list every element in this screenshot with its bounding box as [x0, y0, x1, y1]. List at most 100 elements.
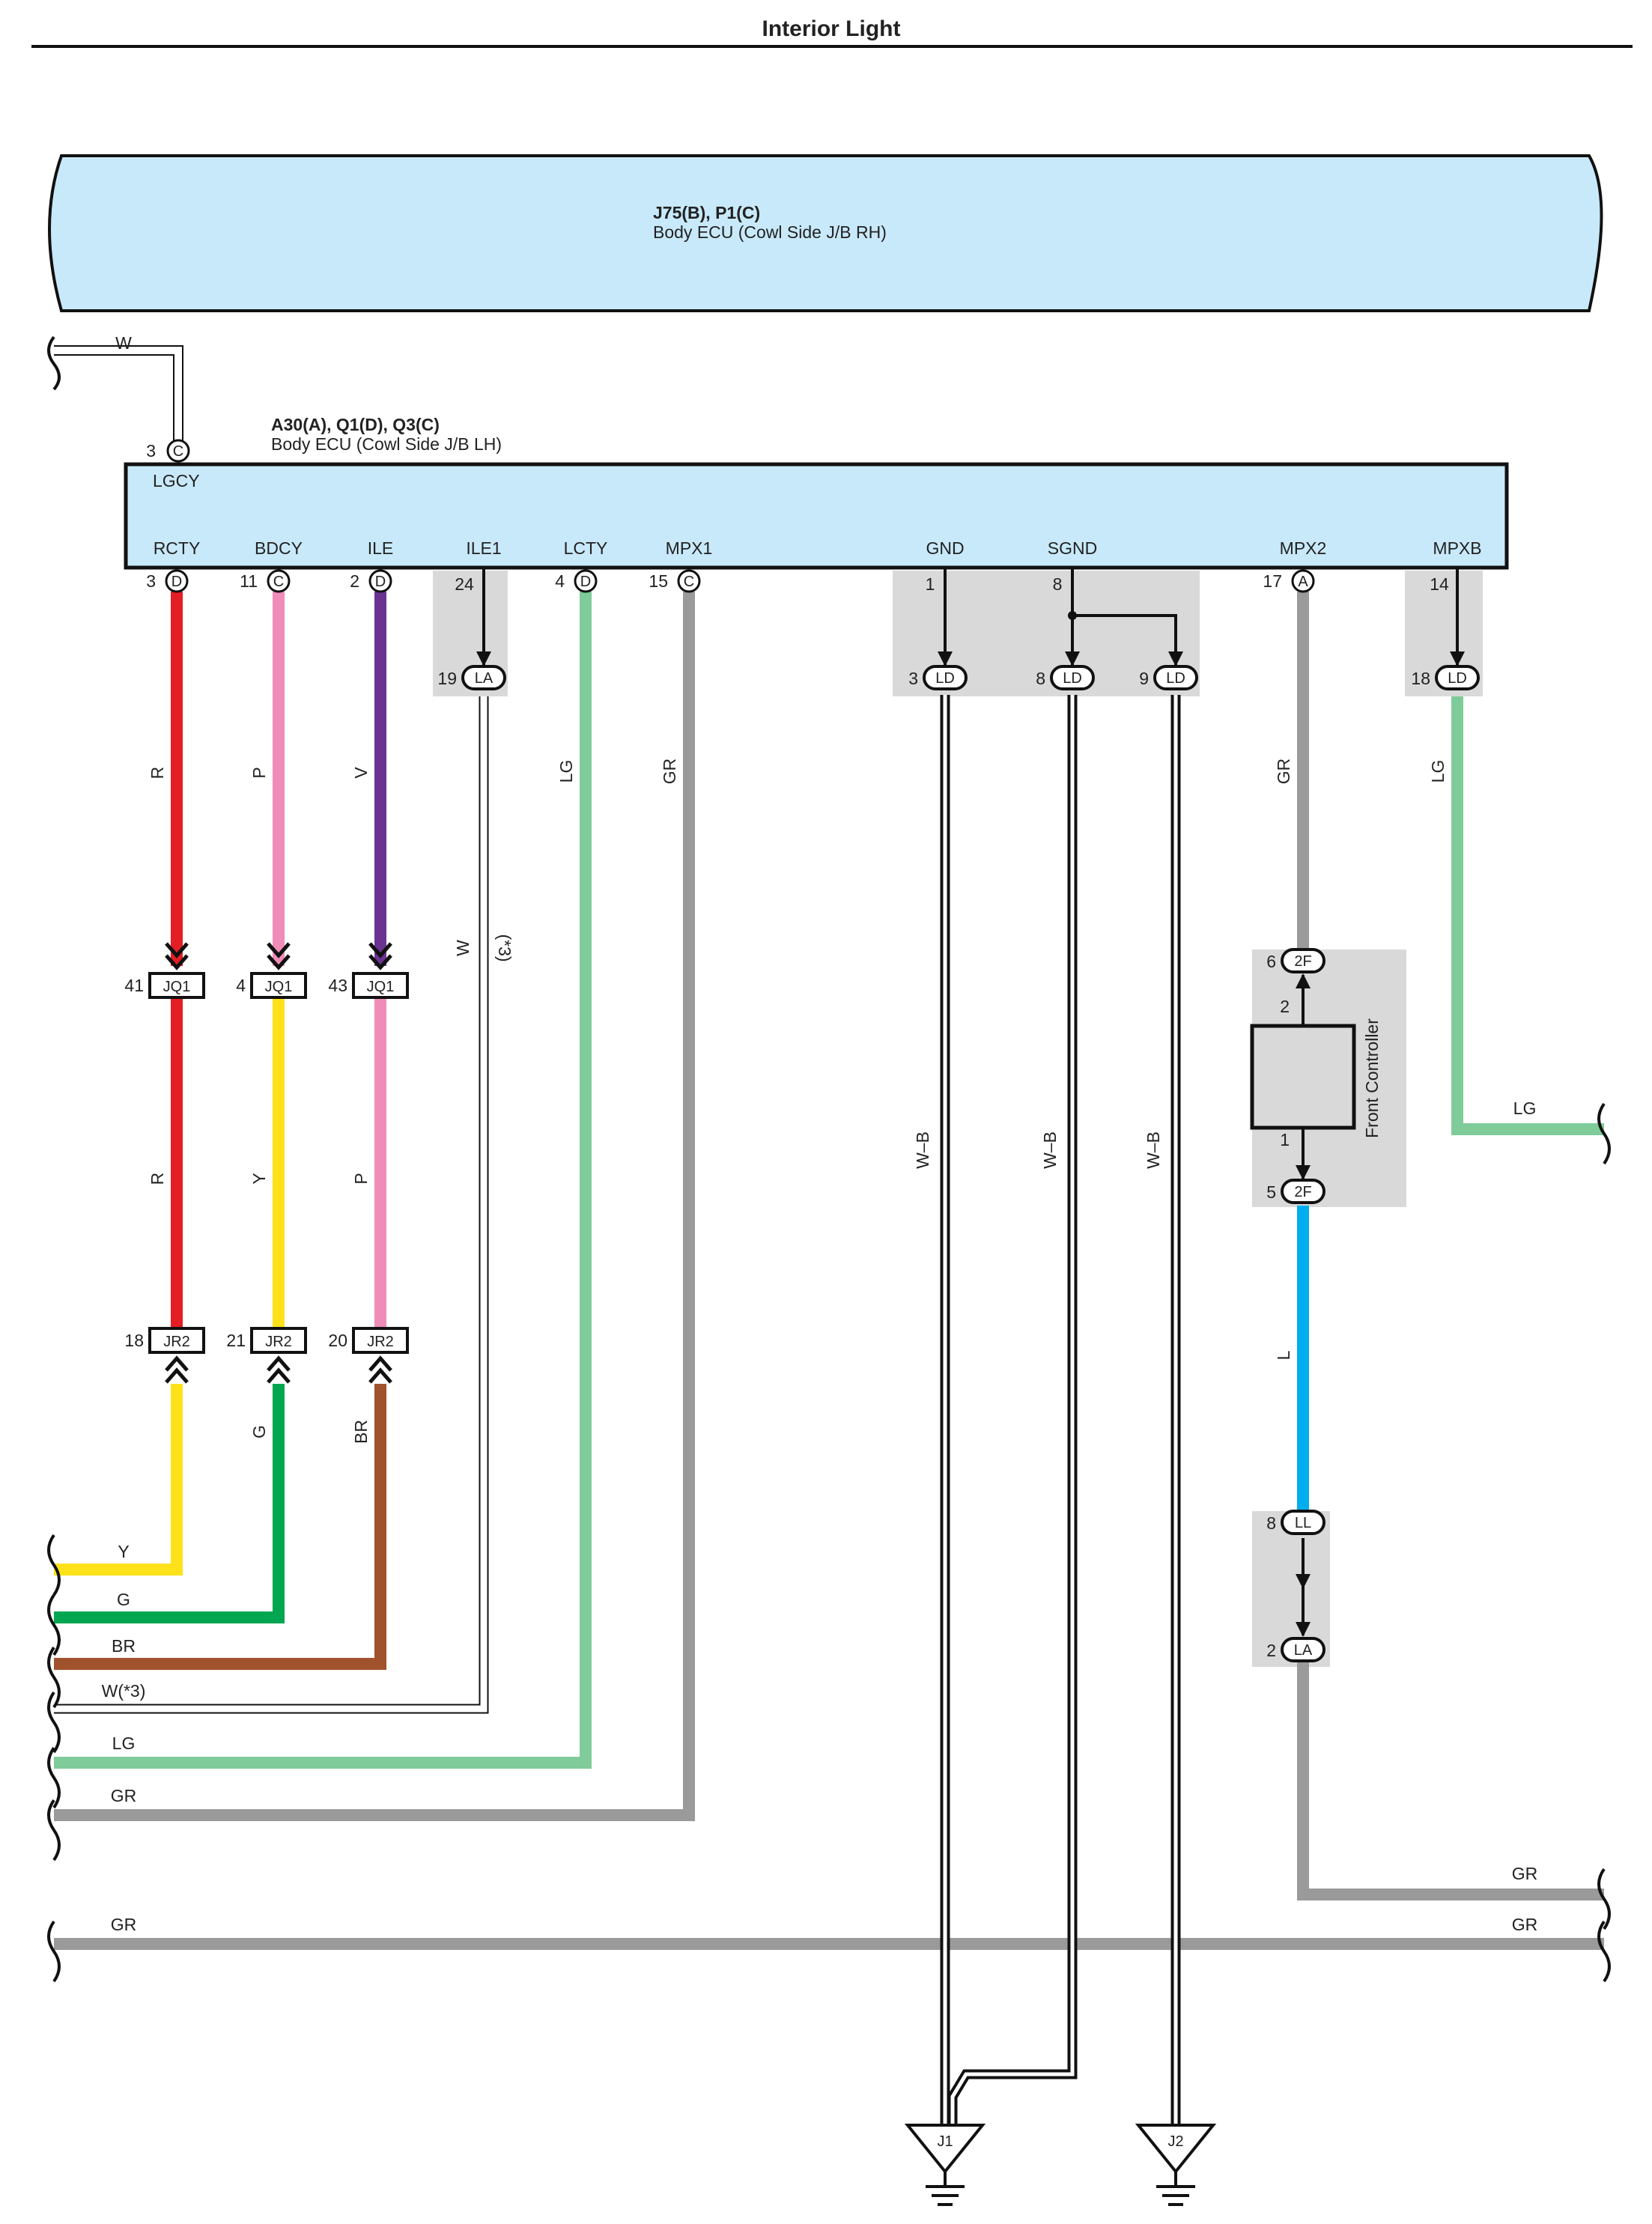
label-wire-r-upper: R	[148, 767, 167, 780]
wire-w-lgcy-outer	[54, 345, 183, 442]
connector-ll-8	[1281, 1510, 1325, 1535]
connector-d-rcty: D	[171, 574, 182, 590]
label-wire-y-middle: Y	[249, 1173, 269, 1184]
connector-c-lgcy-label: C	[173, 443, 183, 460]
label-wire-gr-bus-right: GR	[1512, 1915, 1538, 1934]
wire-w-lgcy-inner	[54, 347, 182, 442]
connector-2f-5-label: 2F	[1294, 1184, 1311, 1200]
connector-2f-6	[1281, 948, 1325, 973]
pin-mpxb: 14	[1430, 574, 1449, 594]
wire-lg-lcty	[54, 592, 592, 1769]
pin-bdcy: 11	[240, 571, 258, 591]
label-wire-gr-bus-left: GR	[111, 1915, 137, 1934]
label-wire-br-vert: BR	[351, 1420, 371, 1444]
body-ecu-lh-name: Body ECU (Cowl Side J/B LH)	[271, 434, 502, 454]
break-mark-w	[47, 335, 61, 391]
pin-sgnd: 8	[1053, 574, 1063, 594]
wire-lg-mpxb	[1451, 696, 1604, 1135]
terminal-sgnd: SGND	[1048, 538, 1097, 558]
label-wire-lg-right: LG	[1513, 1099, 1537, 1118]
ground-j2	[1135, 2124, 1217, 2206]
pin-f2f6: 6	[1266, 952, 1276, 971]
oval-connectors	[461, 665, 1480, 690]
break-marks-right	[1597, 1102, 1611, 1983]
wire-br	[54, 1384, 386, 1670]
label-wire-gr-right: GR	[1512, 1864, 1538, 1883]
connector-ld-gnd: LD	[935, 670, 955, 687]
body-ecu-lh-box	[124, 462, 1509, 570]
connector-jq1-43: JQ1	[367, 979, 395, 995]
wire-wb-sgnd8-outer	[947, 695, 1078, 2142]
body-ecu-rh-box	[48, 154, 1603, 312]
wire-y	[54, 1384, 183, 1576]
break-marks-left	[47, 1534, 61, 1983]
connector-jq1-4: JQ1	[265, 979, 293, 995]
wire-gr-mpx1	[54, 592, 695, 1821]
sgnd-internal-line-9	[1072, 614, 1183, 666]
label-wire-lg-lcty: LG	[556, 760, 576, 783]
connector-2f-6-label: 2F	[1294, 953, 1311, 970]
terminal-lgcy: LGCY	[153, 471, 200, 490]
pin-jr21: 21	[226, 1331, 246, 1350]
pin-ile1: 24	[455, 574, 474, 594]
ground-j1	[904, 2124, 986, 2206]
pin-fc2: 2	[1280, 997, 1290, 1016]
label-wire-r-lower: R	[148, 1173, 167, 1185]
pin-lcty: 4	[555, 571, 565, 591]
connector-ld-sgnd9: LD	[1166, 670, 1185, 687]
pin-mpx2: 17	[1263, 571, 1282, 591]
jq1-connectors	[148, 942, 409, 999]
pin-jq43: 43	[328, 976, 347, 995]
terminal-mpx1: MPX1	[666, 538, 713, 558]
terminal-ile1: ILE1	[466, 538, 501, 558]
pin-ll8: 8	[1266, 1513, 1276, 1533]
label-wire-lg-mpxb: LG	[1428, 760, 1448, 783]
pin-ld18: 18	[1411, 669, 1430, 688]
label-wire-wb-sgnd9: W–B	[1144, 1131, 1163, 1169]
wire-w3-inner	[54, 696, 488, 1713]
connector-la-2-label: LA	[1294, 1642, 1313, 1659]
label-wire-gr-left: GR	[111, 1786, 137, 1805]
ground-j2-label: J2	[1167, 2133, 1183, 2150]
connector-c-mpx1: C	[684, 574, 694, 590]
label-wire-wb-sgnd8: W–B	[1040, 1131, 1060, 1169]
body-ecu-lh-code: A30(A), Q1(D), Q3(C)	[271, 415, 440, 434]
connector-jr2-18: JR2	[163, 1334, 190, 1350]
terminal-rcty: RCTY	[154, 538, 201, 558]
terminal-bdcy: BDCY	[255, 538, 303, 558]
connector-d-lcty: D	[580, 574, 591, 590]
label-wire-w-top: W	[115, 333, 132, 353]
pin-ld3: 3	[908, 669, 918, 688]
label-wire-p-middle: P	[351, 1173, 371, 1184]
terminal-mpxb: MPXB	[1433, 538, 1481, 558]
connector-a-mpx2: A	[1298, 574, 1308, 590]
label-wire-l: L	[1274, 1350, 1293, 1360]
label-wire-br-left: BR	[112, 1636, 136, 1656]
label-wire-p-upper: P	[249, 767, 269, 778]
pin-mpx1: 15	[649, 571, 668, 591]
label-wire-g-left: G	[117, 1590, 130, 1609]
connector-jr2-21: JR2	[265, 1334, 292, 1350]
connector-jr2-20: JR2	[367, 1334, 394, 1350]
connector-2f-5	[1281, 1179, 1325, 1204]
pin-fc1: 1	[1280, 1130, 1290, 1149]
connector-d-ile: D	[375, 574, 386, 590]
wire-wb-sgnd8-inner	[950, 695, 1075, 2142]
connector-c-lgcy	[166, 439, 190, 463]
pin-rcty: 3	[146, 571, 156, 591]
ground-j1-label: J1	[937, 2133, 953, 2150]
pin-gnd: 1	[926, 574, 935, 594]
pin-ile: 2	[350, 571, 359, 591]
pin-jr18: 18	[124, 1331, 144, 1350]
terminal-ile: ILE	[368, 538, 394, 558]
pin-ld9: 9	[1139, 669, 1149, 688]
label-wire-wb-gnd: W–B	[913, 1131, 932, 1169]
terminal-mpx2: MPX2	[1280, 538, 1327, 558]
label-wire-gr-mpx1: GR	[660, 759, 679, 785]
sgnd-splice-dot	[1068, 611, 1077, 620]
terminal-gnd: GND	[926, 538, 964, 558]
connector-la-ile1: LA	[475, 670, 494, 687]
label-wire-g-vert: G	[249, 1425, 269, 1438]
terminal-connectors	[165, 569, 1315, 593]
pin-f2f5: 5	[1266, 1182, 1276, 1202]
